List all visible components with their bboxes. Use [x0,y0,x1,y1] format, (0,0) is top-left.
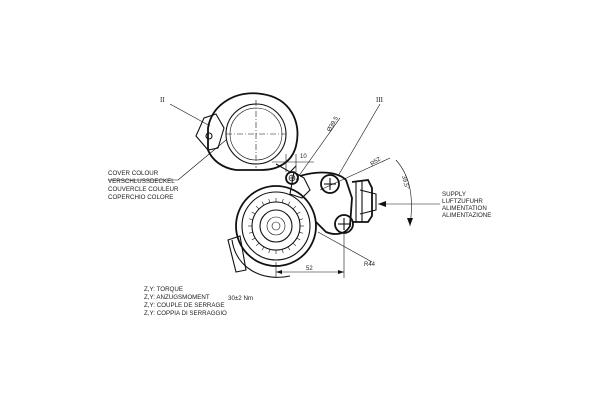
cover-outline [207,92,299,171]
gear-tooth [296,237,301,241]
cover-assembly [195,92,299,173]
supply-label: SUPPLY LUFTZUFUHR ALIMENTATION ALIMENTAZ… [442,191,491,219]
screw-mid-head [320,174,340,194]
dim-52-text: 52 [306,266,313,272]
gear-tooth [292,205,297,210]
gear-tooth [292,242,297,247]
dim-r44 [317,231,373,263]
fitting-left-fin [227,235,247,273]
torque-line-3: Z,Y: COUPLE DE SERRAGE [144,302,224,309]
gear-tooth [287,201,291,206]
gear-tooth [268,198,271,203]
gear-tooth [296,211,301,215]
fitting-ring-3 [251,201,301,251]
dim-r52 [319,157,391,191]
roman-left: II [160,96,165,104]
fitting-center [271,221,281,231]
supply-port [351,179,377,223]
fitting-lower-shell [231,239,291,278]
arrow-angle [407,218,413,226]
cover-colour-line-1: COVER COLOUR [108,170,159,177]
bracket-arm [299,171,353,235]
gear-tooth [299,231,304,234]
dim-angle-text: 39,5° [400,175,410,191]
leader-cover-colour [177,139,227,181]
fitting-ring-5 [266,216,286,236]
supply-line-4: ALIMENTAZIONE [442,212,491,219]
fitting-ring-2 [241,191,311,261]
fitting-ring-4 [259,209,293,243]
dim-r52-text: R52 [370,156,383,168]
port-body [351,179,373,223]
gear-tooth [299,218,304,221]
torque-label: Z,Y: TORQUE Z,Y: ANZUGSMOMENT Z,Y: COUPL… [144,286,253,317]
leader-ii [169,103,211,127]
gear-tooth [251,237,256,241]
screw-top-head [285,171,299,185]
gear-teeth [248,198,304,254]
gear-tooth [287,246,291,251]
dim-d39-text: Ø39.5 [327,115,341,133]
screw-top [285,171,299,185]
cover-colour-label: COVER COLOUR VERSCHLUSSDECKEL COUVERCLE … [108,170,179,201]
arrow-supply [378,201,386,207]
bracket-lug [289,171,311,199]
torque-line-1: Z,Y: TORQUE [144,286,183,293]
cover-colour-line-3: COUVERCLE COULEUR [108,186,179,193]
cover-colour-line-2: VERSCHLUSSDECKEL [108,178,175,185]
dim-10-text: 10 [300,154,307,160]
gear-tooth [268,249,271,254]
roman-right: III [376,96,384,104]
hinge-pin-hole [205,132,213,140]
gear-tooth [261,246,265,251]
dimension-lines [108,103,440,278]
cover-colour-line-4: COPERCHIO COLORE [108,194,173,201]
port-nipple [359,189,377,215]
torque-value: 30±2 Nm [228,295,253,302]
torque-line-4: Z,Y: COPPIA DI SERRAGGIO [144,310,227,317]
gear-tooth [251,211,256,215]
fitting-assembly [227,171,353,278]
gear-tooth [248,231,253,234]
gear-tooth [281,249,284,254]
gear-tooth [255,242,260,247]
supply-line-1: SUPPLY [442,191,466,198]
dim-r44-text: R44 [364,262,376,268]
supply-line-3: ALIMENTATION [442,205,487,212]
dim-angle-arc [395,159,412,227]
supply-line-2: LUFTZUFUHR [442,198,483,205]
torque-line-2: Z,Y: ANZUGSMOMENT [144,294,210,301]
gear-tooth [248,218,253,221]
gear-tooth [281,198,284,203]
gear-tooth [261,201,265,206]
gear-tooth [255,205,260,210]
cover-hinge-lug [195,113,225,151]
screw-mid [320,174,340,194]
dim-d39 [295,117,341,181]
leader-iii [337,103,381,177]
